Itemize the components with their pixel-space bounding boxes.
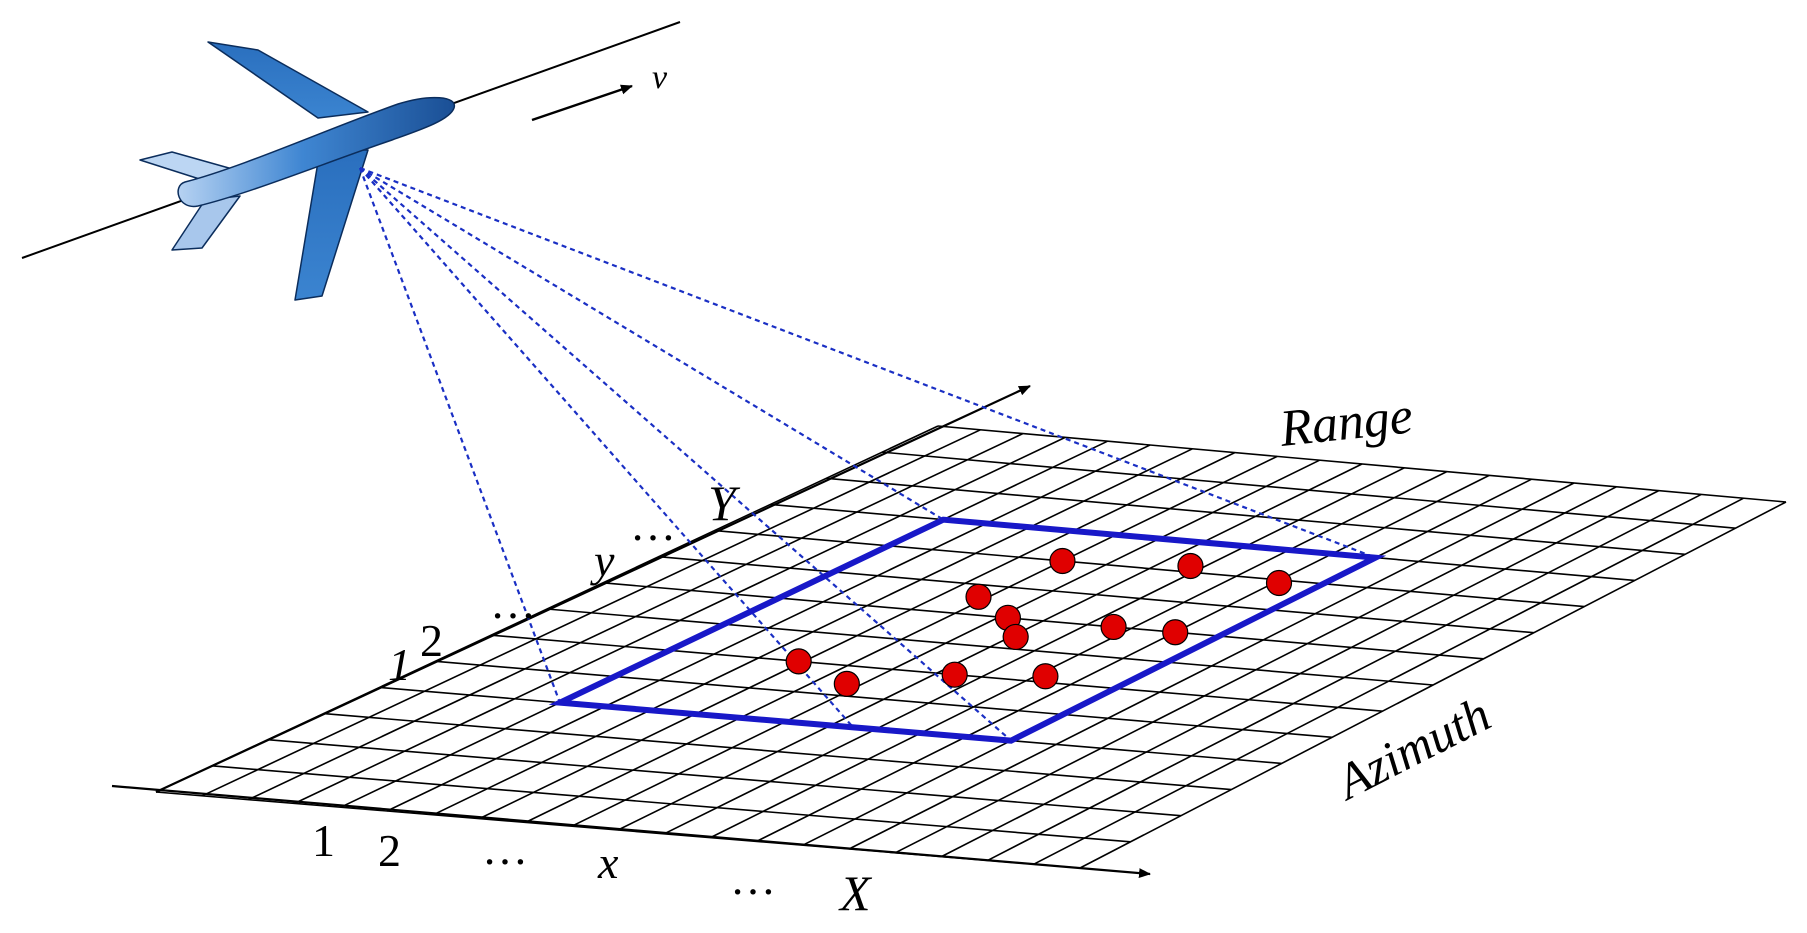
grid-column-line xyxy=(1033,497,1744,865)
azimuth-axis-arrow xyxy=(111,784,1151,879)
aircraft-icon xyxy=(139,41,455,301)
grid-column-line xyxy=(479,451,1236,820)
target-point-6 xyxy=(1002,623,1029,651)
x-tick-ellipsis-2: … xyxy=(730,853,776,904)
grid-column-line xyxy=(1079,501,1787,869)
grid-column-line xyxy=(432,448,1193,816)
y-tick-2: 2 xyxy=(420,615,443,666)
x-tick-X: X xyxy=(838,865,873,921)
target-point-9 xyxy=(1100,613,1127,641)
target-point-11 xyxy=(1162,619,1189,646)
target-point-8 xyxy=(1177,552,1204,580)
grid-column-line xyxy=(617,463,1363,831)
grid-column-line xyxy=(663,467,1405,835)
range-axis-arrow xyxy=(155,385,1031,793)
beam-line-5 xyxy=(359,167,854,729)
beam-line-4 xyxy=(359,167,944,521)
scene-box-outline xyxy=(548,516,1387,744)
imaging-scene-box xyxy=(548,516,1387,744)
x-tick-1: 1 xyxy=(312,815,335,866)
point-targets xyxy=(785,547,1293,697)
target-point-1 xyxy=(785,648,812,675)
target-point-7 xyxy=(941,661,968,688)
grid-column-line xyxy=(525,455,1278,824)
beam-line-2 xyxy=(359,167,1012,742)
grid-column-line xyxy=(248,432,1024,801)
grid-column-line xyxy=(848,482,1575,850)
range-label: Range xyxy=(1276,387,1415,458)
grid-column-line xyxy=(987,493,1702,862)
grid-column-line xyxy=(894,486,1617,854)
grid-axes xyxy=(111,385,1151,879)
grid-column-line xyxy=(294,436,1066,805)
grid-column-line xyxy=(710,470,1448,839)
x-tick-ellipsis-1: … xyxy=(482,823,528,874)
target-point-5 xyxy=(1049,547,1076,575)
grid-column-line xyxy=(386,444,1151,812)
y-tick-1: 1 xyxy=(388,639,411,690)
azimuth-label: Azimuth xyxy=(1325,685,1499,811)
x-tick-x: x xyxy=(597,837,619,888)
target-point-10 xyxy=(1032,663,1059,690)
grid-column-line xyxy=(201,429,981,797)
grid-column-line xyxy=(941,489,1660,858)
target-point-12 xyxy=(1265,569,1293,597)
y-tick-ellipsis-2: … xyxy=(630,499,676,550)
x-tick-2: 2 xyxy=(378,825,401,876)
velocity-arrow xyxy=(531,84,633,122)
y-tick-Y: Y xyxy=(708,475,741,531)
target-point-2 xyxy=(965,583,992,610)
target-point-3 xyxy=(833,670,860,697)
grid-column-line xyxy=(756,474,1490,843)
y-tick-ellipsis-1: … xyxy=(490,577,536,628)
y-tick-y: y xyxy=(590,535,615,586)
radar-beam-lines xyxy=(358,166,1376,742)
velocity-label: v xyxy=(652,59,668,96)
grid-column-line xyxy=(571,459,1320,827)
beam-line-3 xyxy=(359,166,1376,559)
